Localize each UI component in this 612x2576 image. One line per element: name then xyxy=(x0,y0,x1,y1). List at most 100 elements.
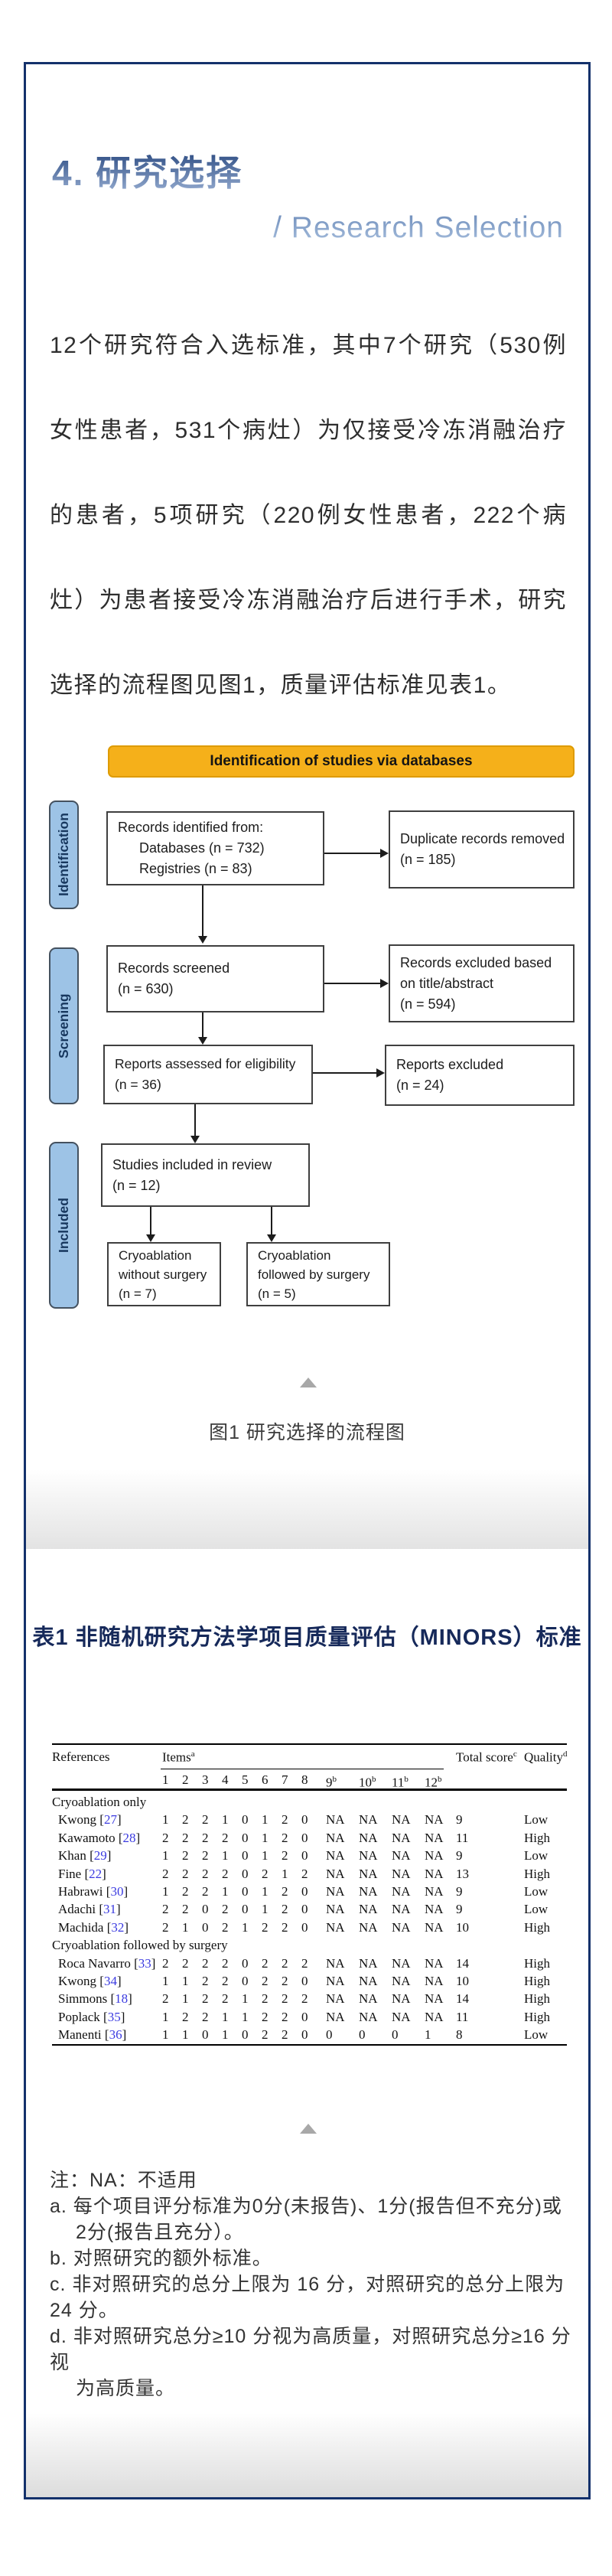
table-note-line: d. 非对照研究总分≥10 分视为高质量，对照研究总分≥16 分视 xyxy=(50,2326,571,2373)
collapse-triangle-icon[interactable] xyxy=(300,2124,317,2134)
collapse-triangle-icon[interactable] xyxy=(300,1378,317,1387)
score-cell: NA xyxy=(326,1902,345,1917)
score-cell: 2 xyxy=(282,1955,288,1971)
table-rule-bottom xyxy=(52,2044,567,2046)
flow-box-line: Registries (n = 83) xyxy=(139,861,252,876)
score-cell: 2 xyxy=(222,1866,229,1881)
figure1-caption: 图1 研究选择的流程图 xyxy=(209,1422,405,1443)
score-cell: 2 xyxy=(182,1866,189,1881)
score-cell: 2 xyxy=(202,1991,209,2007)
references-column-header: References xyxy=(52,1749,110,1764)
flow-box-line: without surgery xyxy=(119,1267,207,1282)
item-column-label: 11b xyxy=(392,1775,409,1790)
total-score-cell: 8 xyxy=(456,2027,463,2043)
reference-number-link[interactable]: 22 xyxy=(89,1866,103,1881)
flowchart-header-banner: Identification of studies via databases xyxy=(108,745,575,778)
score-cell: 2 xyxy=(162,1830,169,1845)
score-cell: NA xyxy=(326,1812,345,1828)
section-title: 4. 研究选择 xyxy=(52,145,243,196)
reference-number-link[interactable]: 29 xyxy=(93,1848,107,1864)
item-column-label: 3 xyxy=(202,1772,209,1787)
item-column-label: 1 xyxy=(162,1772,169,1787)
flow-box-line: (n = 12) xyxy=(112,1177,161,1193)
body-paragraph: 12个研究符合入选标准，其中7个研究（530例女性患者，531个病灶）为仅接受冷… xyxy=(50,333,567,698)
reference-number-link[interactable]: 18 xyxy=(115,1991,129,2007)
score-cell: 1 xyxy=(162,1883,169,1899)
score-cell: 2 xyxy=(262,1973,269,1988)
score-cell: 1 xyxy=(222,2009,229,2024)
score-cell: NA xyxy=(392,1991,411,2007)
score-cell: NA xyxy=(392,1919,411,1935)
reference-number-link[interactable]: 36 xyxy=(109,2027,122,2043)
score-cell: 1 xyxy=(222,1848,229,1864)
score-cell: 1 xyxy=(262,1812,269,1828)
score-cell: 2 xyxy=(202,1883,209,1899)
table1-title: 表1 非随机研究方法学项目质量评估（MINORS）标准 xyxy=(32,1625,582,1650)
score-cell: 0 xyxy=(301,1973,308,1988)
score-cell: 0 xyxy=(242,1973,249,1988)
score-cell: 1 xyxy=(162,1973,169,1988)
reference-number-link[interactable]: 35 xyxy=(107,2009,121,2024)
flow-box-line: followed by surgery xyxy=(258,1267,370,1282)
score-cell: 2 xyxy=(182,1902,189,1917)
score-cell: NA xyxy=(326,1955,345,1971)
score-cell: 0 xyxy=(301,1848,308,1864)
flow-box-records-identified: Records identified from: Databases (n = … xyxy=(106,811,324,885)
score-cell: 2 xyxy=(182,1830,189,1845)
score-cell: NA xyxy=(326,1848,345,1864)
score-cell: 2 xyxy=(182,1955,189,1971)
score-cell: 0 xyxy=(242,1830,249,1845)
reference-number-link[interactable]: 31 xyxy=(103,1902,117,1917)
table-rule-top xyxy=(52,1743,567,1745)
score-cell: 1 xyxy=(242,1919,249,1935)
score-cell: 0 xyxy=(242,1883,249,1899)
score-cell: 2 xyxy=(301,1866,308,1881)
score-cell: NA xyxy=(392,1812,411,1828)
reference-number-link[interactable]: 27 xyxy=(103,1812,117,1828)
score-cell: 0 xyxy=(301,1919,308,1935)
total-score-column-header: Total scorec xyxy=(456,1749,517,1766)
table-note-line: 2分(报告且充分）。 xyxy=(76,2222,244,2243)
reference-number-link[interactable]: 33 xyxy=(138,1955,151,1971)
reference-number-link[interactable]: 30 xyxy=(110,1883,124,1899)
score-cell: 2 xyxy=(262,2009,269,2024)
flow-arrow-down-icon xyxy=(267,1207,276,1242)
reference-number-link[interactable]: 28 xyxy=(122,1830,136,1845)
score-cell: NA xyxy=(326,1866,345,1881)
score-cell: NA xyxy=(425,1883,444,1899)
flow-arrow-down-icon xyxy=(198,885,207,944)
study-reference-cell: Habrawi [30] xyxy=(58,1883,129,1899)
total-score-cell: 9 xyxy=(456,1848,463,1864)
score-cell: 0 xyxy=(202,1919,209,1935)
reference-number-link[interactable]: 34 xyxy=(103,1973,117,1988)
score-cell: 1 xyxy=(262,1883,269,1899)
flow-box-line: Records identified from: xyxy=(118,820,264,835)
quality-cell: Low xyxy=(524,2027,549,2043)
flow-box-line: Cryoablation xyxy=(258,1247,331,1263)
score-cell: NA xyxy=(326,1991,345,2007)
stage-label-identification: Identification xyxy=(49,801,79,909)
flow-box-line: (n = 185) xyxy=(400,852,456,867)
score-cell: 2 xyxy=(202,1973,209,1988)
score-cell: 0 xyxy=(301,1830,308,1845)
score-cell: 2 xyxy=(182,1848,189,1864)
reference-number-link[interactable]: 32 xyxy=(111,1919,125,1935)
score-cell: NA xyxy=(425,1866,444,1881)
score-cell: 1 xyxy=(222,1812,229,1828)
flow-box-line: (n = 5) xyxy=(258,1286,296,1301)
items-column-header: Itemsa xyxy=(162,1749,195,1766)
quality-cell: Low xyxy=(524,1848,549,1864)
item-column-label: 8 xyxy=(301,1772,308,1787)
score-cell: 0 xyxy=(242,2027,249,2043)
study-reference-cell: Kwong [34] xyxy=(58,1973,122,1988)
score-cell: 2 xyxy=(262,1866,269,1881)
flow-box-line: Duplicate records removed xyxy=(400,831,565,846)
score-cell: 0 xyxy=(242,1848,249,1864)
score-cell: NA xyxy=(392,1902,411,1917)
score-cell: NA xyxy=(359,1848,378,1864)
score-cell: 0 xyxy=(301,1883,308,1899)
